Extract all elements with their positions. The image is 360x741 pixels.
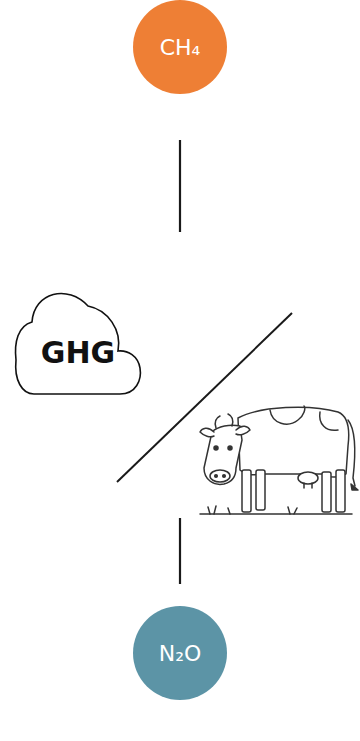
- cloud-label: GHG: [41, 335, 115, 370]
- gas-circle: CH₄: [133, 0, 227, 94]
- circle-fill: [133, 606, 227, 700]
- vertical-rule: [179, 518, 181, 584]
- gas-formula: N₂O: [159, 641, 202, 666]
- gas-circle: N₂O: [133, 606, 227, 700]
- gas-formula: CH₄: [160, 35, 201, 60]
- vertical-rule: [179, 140, 181, 232]
- circle-fill: [133, 0, 227, 94]
- cow-illustration: [200, 406, 358, 514]
- ghg-cloud: GHG: [12, 280, 144, 402]
- cloud-path: [16, 293, 141, 394]
